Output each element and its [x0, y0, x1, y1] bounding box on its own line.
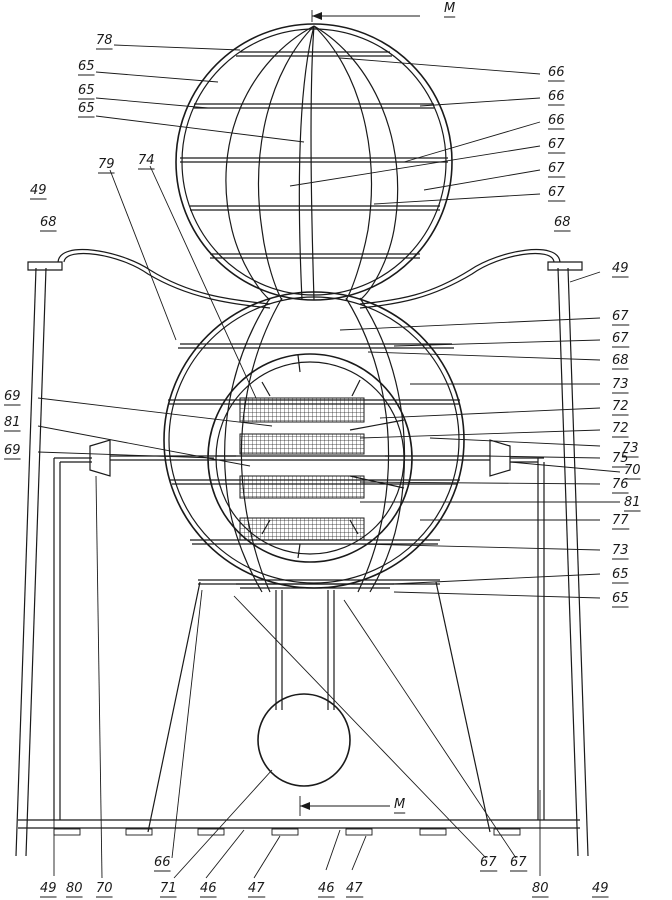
- frame-80: [53, 457, 545, 820]
- label-66: 66: [548, 89, 565, 104]
- label-67: 67: [612, 309, 629, 324]
- label-69: 69: [4, 443, 21, 458]
- label-67: 67: [548, 185, 565, 200]
- label-67: 67: [548, 137, 565, 152]
- label-66: 66: [548, 113, 565, 128]
- label-66: 66: [154, 855, 171, 870]
- label-66: 66: [548, 65, 565, 80]
- label-69: 69: [4, 389, 21, 404]
- label-47: 47: [346, 881, 363, 896]
- label-73: 73: [612, 543, 629, 558]
- label-79: 79: [98, 157, 115, 172]
- label-76: 76: [612, 477, 629, 492]
- label-80: 80: [66, 881, 83, 896]
- label-M-bottom: M: [394, 797, 405, 812]
- label-47: 47: [248, 881, 265, 896]
- posts-49: [15, 261, 589, 857]
- label-67: 67: [480, 855, 497, 870]
- label-77: 77: [612, 513, 629, 528]
- label-75: 75: [612, 451, 629, 466]
- label-68: 68: [612, 353, 629, 368]
- label-72: 72: [612, 399, 629, 414]
- section-arrow-top: [311, 10, 420, 22]
- label-81: 81: [624, 495, 641, 510]
- label-65: 65: [612, 591, 629, 606]
- label-68: 68: [554, 215, 571, 230]
- label-68: 68: [40, 215, 57, 230]
- section-arrow-bottom: [299, 796, 390, 816]
- label-71: 71: [160, 881, 177, 896]
- label-M-top: M: [444, 1, 455, 16]
- label-72: 72: [612, 421, 629, 436]
- label-65: 65: [78, 83, 95, 98]
- lower-globe: [163, 291, 465, 593]
- label-67: 67: [612, 331, 629, 346]
- reference-labels: 78 65 65 65 66 66 66 67 67 67 79 74 49 6…: [4, 1, 641, 898]
- leader-lines: [37, 44, 621, 879]
- label-67: 67: [548, 161, 565, 176]
- label-74: 74: [138, 153, 155, 168]
- label-73: 73: [622, 441, 639, 456]
- label-49: 49: [40, 881, 57, 896]
- label-46: 46: [200, 881, 217, 896]
- upper-globe: [175, 23, 453, 301]
- label-65: 65: [612, 567, 629, 582]
- label-67: 67: [510, 855, 527, 870]
- label-80: 80: [532, 881, 549, 896]
- label-81: 81: [4, 415, 21, 430]
- label-49: 49: [612, 261, 629, 276]
- mesh-panels: [239, 397, 365, 541]
- label-65: 65: [78, 59, 95, 74]
- label-46: 46: [318, 881, 335, 896]
- label-78: 78: [96, 33, 113, 48]
- label-65: 65: [78, 101, 95, 116]
- label-49: 49: [592, 881, 609, 896]
- label-49: 49: [30, 183, 47, 198]
- cables: [57, 249, 561, 309]
- label-70: 70: [624, 463, 641, 478]
- label-73: 73: [612, 377, 629, 392]
- stem-and-ball: [257, 590, 351, 787]
- label-70: 70: [96, 881, 113, 896]
